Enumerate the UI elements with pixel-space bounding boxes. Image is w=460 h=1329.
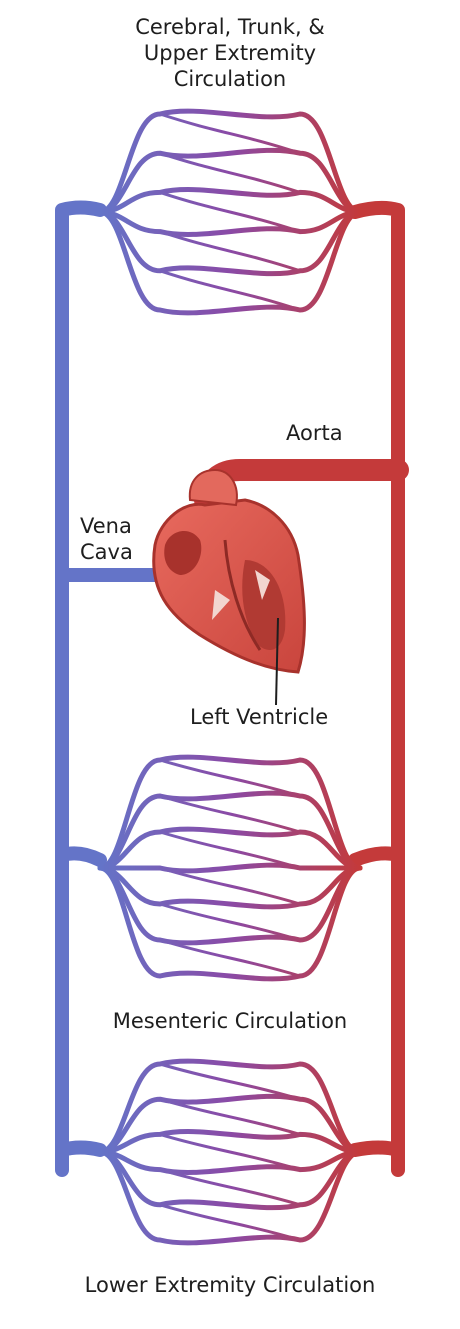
capillary-vessel	[97, 865, 363, 982]
capillary-vessel	[97, 1149, 363, 1211]
upper-circulation-label: Cerebral, Trunk, & Upper Extremity Circu…	[110, 14, 350, 92]
vena-cava-label-line-2: Cava	[80, 540, 133, 564]
capillary-vessel	[97, 147, 363, 215]
mesenteric-circulation-label: Mesenteric Circulation	[112, 1009, 348, 1033]
upper-label-line-1: Cerebral, Trunk, &	[135, 15, 325, 39]
capillary-vessel	[97, 209, 363, 316]
capillary-vessel	[97, 1058, 363, 1155]
capillary-vessel	[97, 1129, 363, 1155]
capillary-connector	[159, 1132, 301, 1172]
capillary-vessel	[97, 187, 363, 215]
capillary-connector	[159, 230, 301, 273]
heart	[152, 468, 306, 674]
capillary-vessel	[97, 754, 363, 871]
capillary-connector	[159, 1168, 301, 1207]
left-ventricle-label: Left Ventricle	[190, 705, 329, 729]
vena-cava-label: Vena Cava	[80, 513, 133, 565]
aorta-descending-vessel	[348, 200, 405, 1177]
capillary-connector	[159, 269, 301, 312]
capillary-connector	[159, 1097, 301, 1136]
heart-outline	[152, 498, 306, 674]
capillary-vessel	[97, 1093, 363, 1155]
capillary-vessel	[97, 790, 363, 871]
capillary-connector	[159, 112, 301, 155]
capillary-connector	[159, 151, 301, 194]
capillary-vessel	[97, 209, 363, 277]
capillary-connector	[159, 794, 301, 834]
capillary-connector	[159, 902, 301, 942]
lower-capillary-bed	[97, 1058, 363, 1246]
upper-label-line-2: Upper Extremity	[143, 41, 317, 65]
left-ventricle-pointer	[275, 617, 279, 706]
capillary-vessel	[97, 209, 363, 237]
right-atrium	[164, 530, 202, 575]
capillary-connector	[159, 190, 301, 234]
aortic-root	[188, 468, 238, 507]
upper-capillary-bed	[97, 108, 363, 316]
capillary-connector	[159, 758, 301, 798]
capillary-connector	[159, 866, 301, 906]
capillary-vessel	[97, 1149, 363, 1246]
vena-cava-vessel	[55, 200, 107, 1177]
septum-detail	[223, 539, 262, 651]
upper-label-line-3: Circulation	[173, 67, 287, 91]
capillary-vessel	[97, 862, 363, 874]
left-ventricle-chamber	[242, 560, 286, 650]
capillary-vessel	[97, 865, 363, 946]
capillary-vessel	[97, 108, 363, 215]
capillary-vessel	[97, 865, 363, 910]
capillary-connector	[159, 1203, 301, 1242]
aorta-label: Aorta	[286, 421, 343, 445]
capillary-connector	[159, 1062, 301, 1101]
mesenteric-capillary-bed	[97, 754, 363, 982]
vena-cava-label-line-1: Vena	[80, 514, 132, 538]
capillary-vessel	[97, 1149, 363, 1175]
capillary-connector	[159, 830, 301, 870]
capillary-vessel	[97, 826, 363, 871]
lower-circulation-label: Lower Extremity Circulation	[84, 1273, 376, 1297]
capillary-connector	[159, 938, 301, 978]
